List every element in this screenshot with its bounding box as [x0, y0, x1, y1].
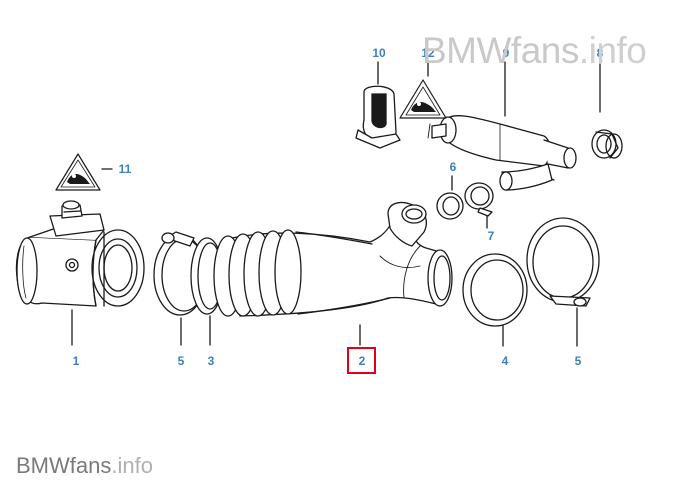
warning-triangle-icon-12: [399, 79, 447, 119]
callout-7[interactable]: 7: [487, 229, 495, 243]
callout-5-left[interactable]: 5: [177, 354, 185, 368]
part-hose-clamp-right[interactable]: [526, 217, 600, 307]
part-idle-valve[interactable]: [427, 114, 577, 191]
callout-3[interactable]: 3: [207, 354, 215, 368]
callout-6[interactable]: 6: [449, 160, 457, 174]
selected-part-highlight: [347, 347, 376, 374]
part-air-mass-meter[interactable]: [15, 200, 145, 307]
part-bracket[interactable]: [355, 85, 401, 149]
callout-10[interactable]: 10: [372, 46, 386, 60]
watermark-top-brand: BMWfans: [422, 30, 579, 71]
callout-8[interactable]: 8: [596, 46, 604, 60]
part-intake-boot[interactable]: [213, 201, 453, 317]
part-seal-ring[interactable]: [462, 253, 528, 327]
callout-9[interactable]: 9: [502, 46, 510, 60]
watermark-bottom: BMWfans.info: [16, 453, 153, 479]
watermark-bottom-suffix: .info: [111, 453, 153, 478]
callout-11[interactable]: 11: [118, 162, 132, 176]
callout-2[interactable]: 2: [358, 354, 366, 368]
part-clamp-ring-6[interactable]: [436, 192, 464, 220]
callout-5-right[interactable]: 5: [574, 354, 582, 368]
watermark-top-suffix: .info: [578, 30, 647, 71]
watermark-bottom-brand: BMWfans: [16, 453, 112, 478]
callout-1[interactable]: 1: [72, 354, 80, 368]
part-grommet[interactable]: [591, 129, 623, 159]
callout-12[interactable]: 12: [421, 46, 435, 60]
callout-4[interactable]: 4: [501, 354, 509, 368]
warning-triangle-icon-11: [55, 153, 101, 191]
part-clamp-ring-7[interactable]: [464, 182, 494, 217]
watermark-top: BMWfans.info: [422, 30, 647, 72]
